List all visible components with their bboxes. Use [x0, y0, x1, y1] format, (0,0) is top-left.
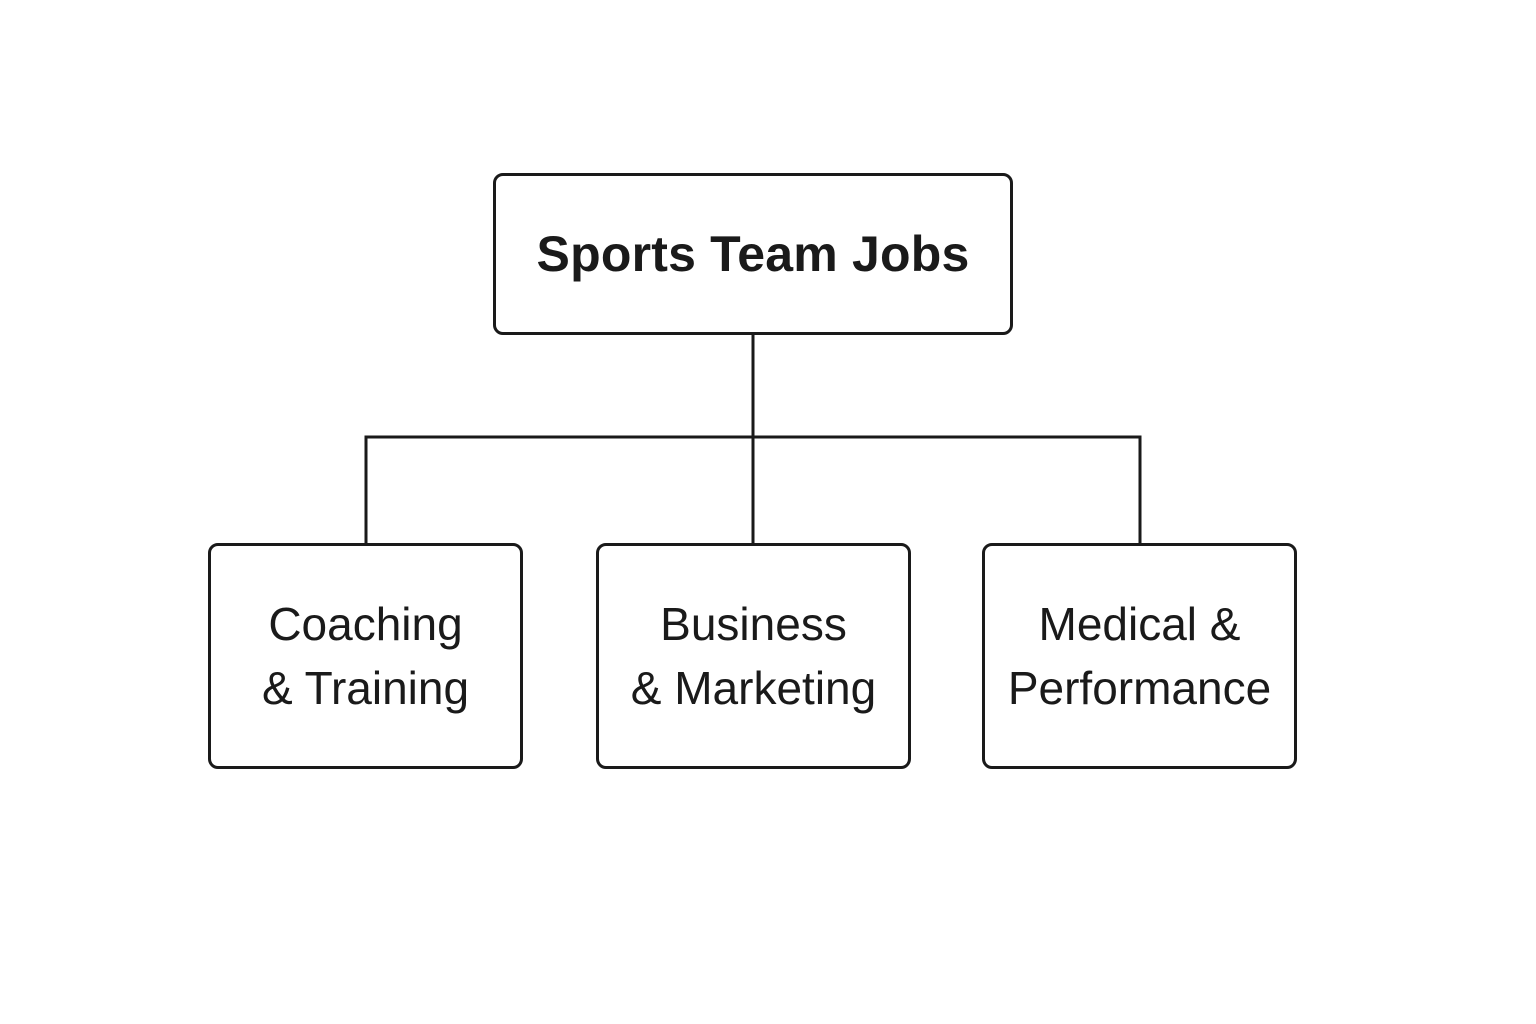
root-node-sports-team-jobs: Sports Team Jobs: [493, 173, 1013, 335]
child-node-label: Medical & Performance: [1008, 592, 1271, 720]
child-node-business-marketing: Business & Marketing: [596, 543, 911, 769]
child-node-label: Business & Marketing: [631, 592, 876, 720]
child-node-medical-performance: Medical & Performance: [982, 543, 1297, 769]
child-node-label-line: Performance: [1007, 662, 1272, 714]
child-node-label: Coaching & Training: [262, 592, 469, 720]
child-node-label-line: & Training: [261, 662, 470, 714]
child-node-label-line: & Marketing: [630, 662, 877, 714]
child-node-label-line: Medical &: [1038, 598, 1241, 650]
child-node-coaching-training: Coaching & Training: [208, 543, 523, 769]
root-node-label: Sports Team Jobs: [536, 226, 970, 282]
child-node-label-line: Business: [660, 598, 847, 650]
child-node-label-line: Coaching: [268, 598, 463, 650]
